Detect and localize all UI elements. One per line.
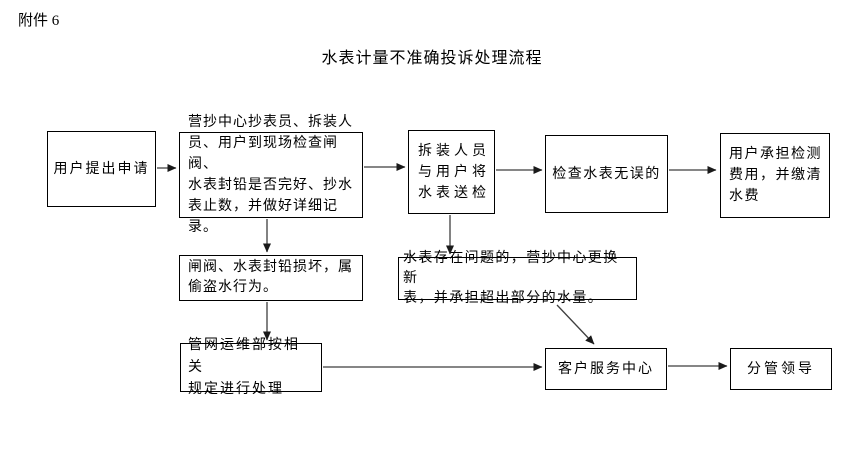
node-seal-damaged-theft: 闸阀、水表封铅损坏，属 偷盗水行为。 — [179, 255, 363, 301]
node-user-bears-cost: 用户承担检测 费用，并缴清 水费 — [720, 133, 830, 218]
node-customer-service-center: 客户服务中心 — [545, 348, 667, 390]
node-send-meter-for-testing: 拆装人员 与用户将 水表送检 — [408, 130, 495, 214]
arrow-meter-problem-to-service-center — [556, 304, 595, 345]
node-user-application: 用户提出申请 — [47, 131, 156, 207]
node-meter-faulty-replace: 水表存在问题的，营抄中心更换新 表，并承担超出部分的水量。 — [398, 251, 637, 306]
node-pipeline-dept-handling: 管网运维部按相关 规定进行处理 — [180, 338, 322, 397]
node-meter-verified-ok: 检查水表无误的 — [545, 135, 668, 213]
attachment-label: 附件 6 — [18, 13, 60, 29]
page-title: 水表计量不准确投诉处理流程 — [321, 50, 543, 67]
node-leader-in-charge: 分管领导 — [730, 348, 832, 390]
node-site-inspection: 营抄中心抄表员、拆装人 员、用户到现场检查闸阀、 水表封铅是否完好、抄水 表止数… — [179, 115, 363, 235]
